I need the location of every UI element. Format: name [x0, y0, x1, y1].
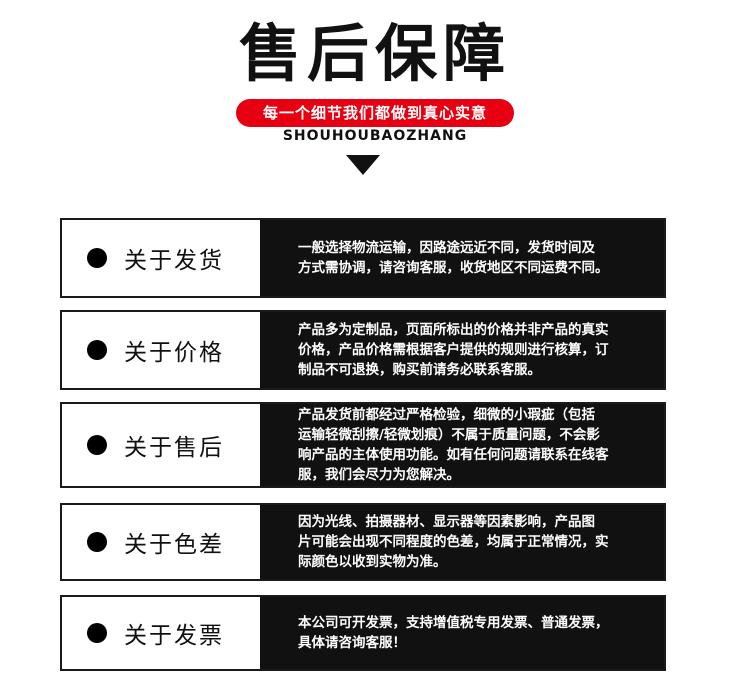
card-title: 关于发票	[124, 623, 224, 649]
bullet-dot-icon	[87, 248, 107, 268]
card-price: 关于价格 产品多为定制品，页面所标出的价格并非产品的真实 价格，产品价格需根据客…	[60, 310, 666, 390]
card-label: 关于价格	[62, 312, 264, 388]
arrow-notch-icon	[264, 505, 298, 579]
card-label: 关于售后	[62, 404, 264, 486]
card-desc-panel	[260, 220, 664, 296]
arrow-notch-icon	[264, 312, 298, 388]
card-invoice: 关于发票 本公司可开发票，支持增值税专用发票、普通发票， 具体请咨询客服！	[60, 595, 666, 671]
arrow-notch-icon	[264, 597, 298, 669]
bullet-dot-icon	[87, 623, 107, 643]
card-description: 一般选择物流运输，因路途远近不同，发货时间及 方式需协调，请咨询客服，收货地区不…	[298, 240, 609, 276]
bullet-dot-icon	[87, 532, 107, 552]
card-title: 关于发货	[124, 248, 224, 274]
card-title: 关于售后	[124, 435, 224, 461]
down-arrow-icon	[346, 155, 380, 175]
card-title: 关于价格	[124, 340, 224, 366]
card-description: 产品多为定制品，页面所标出的价格并非产品的真实 价格，产品价格需根据客户提供的规…	[298, 322, 609, 378]
card-description: 本公司可开发票，支持增值税专用发票、普通发票， 具体请咨询客服！	[298, 615, 609, 651]
arrow-notch-icon	[264, 404, 298, 486]
card-title: 关于色差	[124, 532, 224, 558]
page-title: 售后保障	[238, 17, 511, 90]
bullet-dot-icon	[87, 340, 107, 360]
card-color-diff: 关于色差 因为光线、拍摄器材、显示器等因素影响，产品图 片可能会出现不同程度的色…	[60, 503, 666, 581]
card-label: 关于发票	[62, 597, 264, 669]
card-desc-panel	[260, 312, 664, 388]
pinyin-subtitle: SHOUHOUBAOZHANG	[282, 128, 468, 144]
arrow-notch-icon	[264, 220, 298, 296]
card-desc-panel	[260, 597, 664, 669]
card-after-sales: 关于售后 产品发货前都经过严格检验，细微的小瑕疵（包括 运输轻微刮擦/轻微划痕）…	[60, 402, 666, 488]
slogan-badge: 每一个细节我们都做到真心实意	[236, 99, 514, 127]
card-label: 关于发货	[62, 220, 264, 296]
card-shipping: 关于发货 一般选择物流运输，因路途远近不同，发货时间及 方式需协调，请咨询客服，…	[60, 218, 666, 298]
card-description: 产品发货前都经过严格检验，细微的小瑕疵（包括 运输轻微刮擦/轻微划痕）不属于质量…	[298, 407, 609, 483]
card-desc-panel	[260, 505, 664, 579]
card-desc-panel	[260, 404, 664, 486]
card-description: 因为光线、拍摄器材、显示器等因素影响，产品图 片可能会出现不同程度的色差，均属于…	[298, 514, 609, 570]
card-label: 关于色差	[62, 505, 264, 579]
bullet-dot-icon	[87, 435, 107, 455]
